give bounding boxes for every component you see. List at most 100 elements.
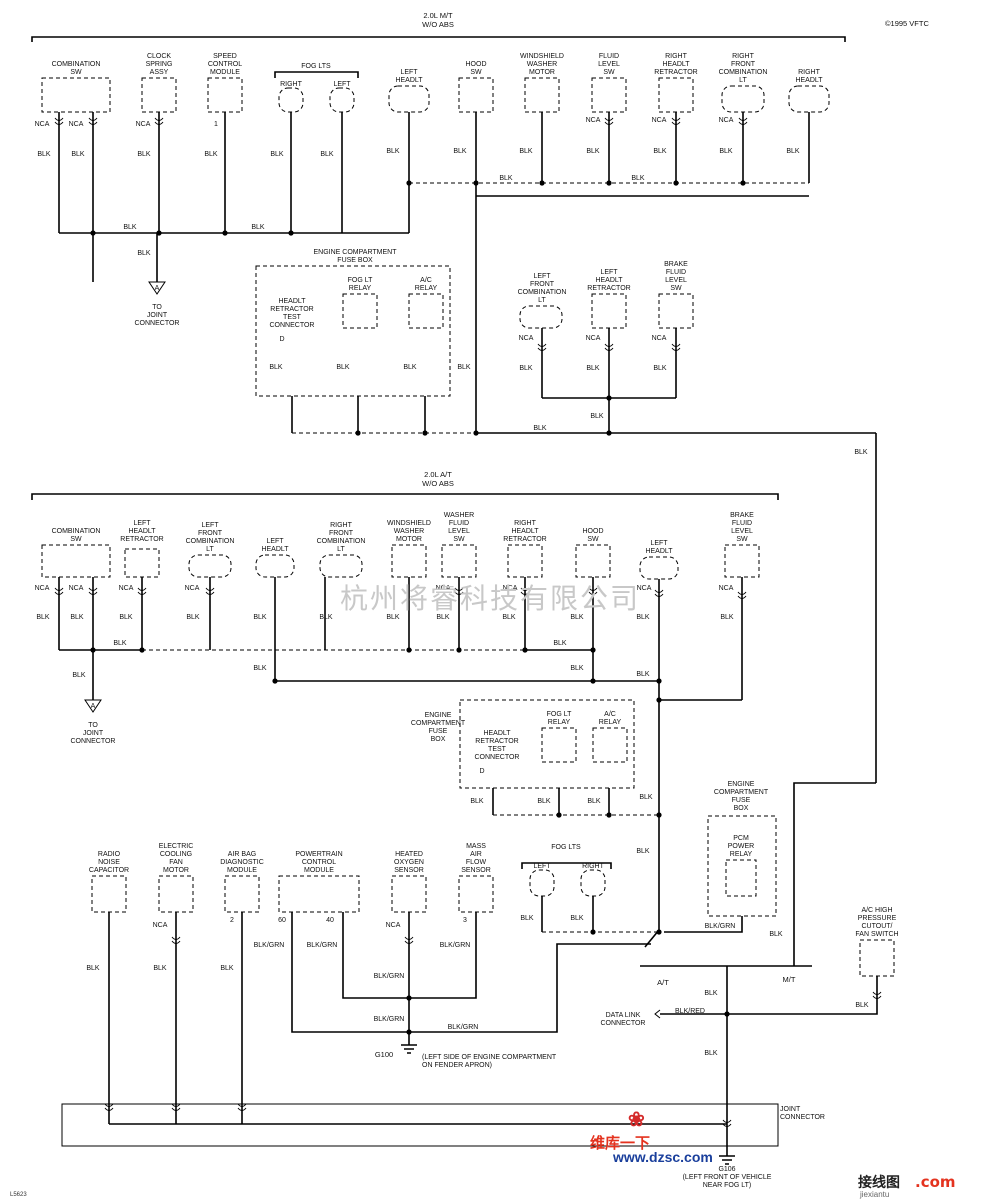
left-front-combination-lt-box	[519, 305, 563, 329]
wire-color-label: BLK	[720, 614, 734, 621]
wire-color-label: BLK	[704, 1050, 718, 1057]
pin-label: NCA	[436, 585, 451, 592]
fog-lt-right-box	[278, 87, 304, 113]
clock-spring-box	[141, 77, 177, 113]
fog-lt-left-box	[329, 87, 355, 113]
wire-color-label: BLK	[72, 672, 86, 679]
wire-color-label: BLK	[533, 425, 547, 432]
component-label: COMBINATION	[518, 289, 567, 296]
component-label: SPEED	[213, 53, 237, 60]
connector-pin-mark	[88, 117, 98, 125]
wire-junction	[656, 929, 662, 935]
pin-label: 1	[214, 121, 218, 128]
wire-color-label: BLK	[453, 148, 467, 155]
ground-wire	[793, 782, 876, 966]
wire-junction	[606, 430, 612, 436]
component-label: LEFT	[400, 69, 418, 76]
connector-pin-mark	[722, 1119, 732, 1127]
washer-motor-box	[524, 77, 560, 113]
wire-color-label: BLK	[570, 614, 584, 621]
component-label: FLOW	[466, 859, 487, 866]
junctions-layer	[90, 180, 746, 1035]
fog-lts-bracket	[274, 71, 359, 78]
component-label: RIGHT	[330, 522, 353, 529]
component-label: TEST	[283, 314, 302, 321]
component-label: (LEFT FRONT OF VEHICLE	[683, 1174, 772, 1181]
component-label: JOINT	[83, 730, 104, 737]
component-label: LEVEL	[665, 277, 687, 284]
wire-color-label: BLK/GRN	[448, 1024, 479, 1031]
joint-connector-box	[61, 1103, 779, 1147]
ground-wire	[291, 912, 408, 1033]
wire-color-label: BLK	[636, 848, 650, 855]
wire-junction	[355, 430, 361, 436]
wire-color-label: BLK	[786, 148, 800, 155]
component-label: HEADLT	[662, 61, 690, 68]
pin-label: 40	[326, 917, 334, 924]
site-footer-com: .com	[915, 1173, 956, 1191]
component-label: ENGINE COMPARTMENT	[314, 249, 398, 256]
component-label: SENSOR	[394, 867, 424, 874]
component-label: SW	[70, 536, 82, 543]
wire-color-label: BLK	[519, 365, 533, 372]
bottom-fog-left-box	[529, 869, 555, 897]
component-label: PCM	[733, 835, 749, 842]
component-label: RELAY	[730, 851, 753, 858]
component-label: A/C HIGH	[861, 907, 892, 914]
connector-pin-mark	[88, 587, 98, 595]
wire-color-label: BLK	[854, 449, 868, 456]
component-label: LEVEL	[448, 528, 470, 535]
at-washer-fluid-level-switch-box	[441, 544, 477, 578]
component-label: HOOD	[583, 528, 604, 535]
wire-color-label: BLK	[537, 798, 551, 805]
wire-color-label: BLK	[204, 151, 218, 158]
component-label: LT	[206, 546, 214, 553]
connector-pin-mark	[137, 587, 147, 595]
component-label: DIAGNOSTIC	[220, 859, 264, 866]
component-label: AIR BAG	[228, 851, 256, 858]
component-label: G106	[718, 1166, 735, 1173]
pin-label: D	[279, 336, 284, 343]
wire-color-label: BLK	[519, 148, 533, 155]
component-label: LT	[739, 77, 747, 84]
component-label: CONTROL	[208, 61, 242, 68]
component-label: COMBINATION	[317, 538, 366, 545]
wire-junction	[740, 180, 746, 186]
component-label: ENGINE	[728, 781, 755, 788]
wire-junction	[473, 430, 479, 436]
wire-junction	[522, 647, 528, 653]
wire-color-label: BLK	[636, 614, 650, 621]
brake-fluid-level-switch-box	[658, 293, 694, 329]
component-label: POWERTRAIN	[295, 851, 342, 858]
component-label: SW	[603, 69, 615, 76]
at-hood-switch-box	[575, 544, 611, 578]
component-label: FOG LTS	[551, 844, 581, 851]
wire-color-label: BLK	[499, 175, 513, 182]
component-label: RIGHT	[798, 69, 821, 76]
component-label: SW	[70, 69, 82, 76]
watermark: 杭州将睿科技有限公司	[340, 582, 640, 615]
pin-label: 60	[278, 917, 286, 924]
pin-label: NCA	[35, 585, 50, 592]
component-label: WASHER	[527, 61, 557, 68]
wire-color-label: BLK/GRN	[254, 942, 285, 949]
component-label: FAN SWITCH	[855, 931, 898, 938]
component-label: COMPARTMENT	[411, 720, 466, 727]
powertrain-control-module-box	[278, 875, 360, 913]
component-label: COOLING	[160, 851, 192, 858]
pin-label: NCA	[69, 585, 84, 592]
wire-junction	[606, 180, 612, 186]
wire-color-label: BLK	[269, 364, 283, 371]
wire-color-label: BLK	[36, 614, 50, 621]
component-label: COMBINATION	[719, 69, 768, 76]
wire-color-label: BLK	[586, 365, 600, 372]
component-label: HEADLT	[483, 730, 511, 737]
wire-color-label: BLK/GRN	[374, 1016, 405, 1023]
component-label: WINDSHIELD	[387, 520, 431, 527]
wire-junction	[456, 647, 462, 653]
component-label: HEADLT	[128, 528, 156, 535]
component-label: BOX	[431, 736, 446, 743]
at-washer-motor-box	[391, 544, 427, 578]
wire-color-label: BLK	[253, 665, 267, 672]
